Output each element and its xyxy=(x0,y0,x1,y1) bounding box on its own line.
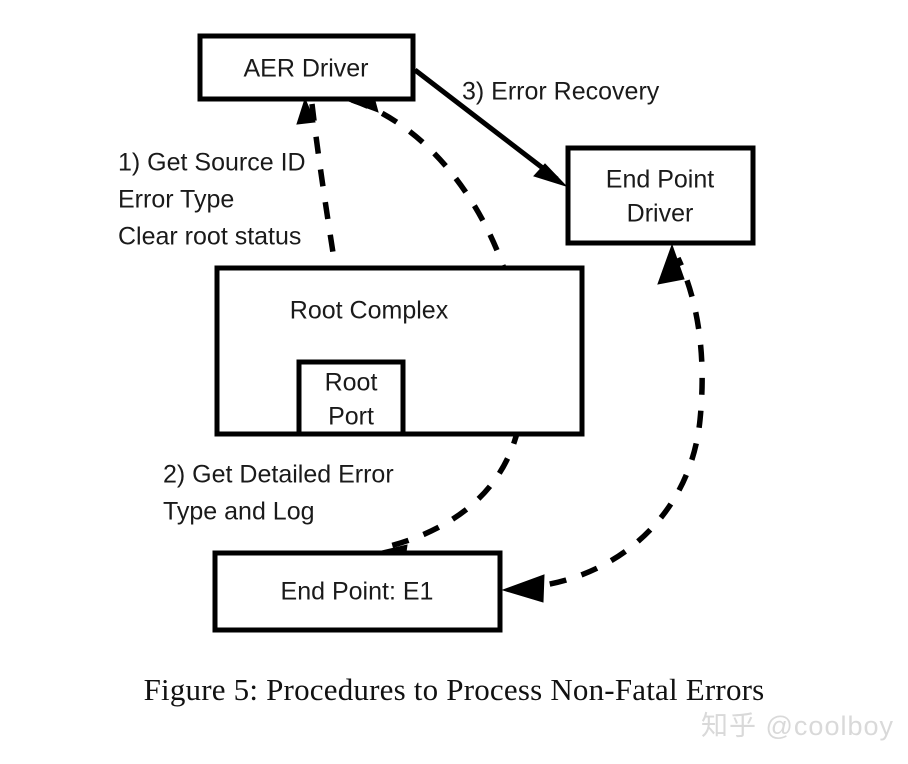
node-root-port[interactable]: Root Port xyxy=(296,359,406,437)
annotation-step-3: 3) Error Recovery xyxy=(462,78,660,106)
step2-line1: 2) Get Detailed Error xyxy=(163,461,394,489)
step1-line2: Error Type xyxy=(118,186,234,214)
end-point-driver-box[interactable] xyxy=(565,145,756,246)
node-end-point-driver[interactable]: End Point Driver xyxy=(565,145,756,246)
step1-line1: 1) Get Source ID xyxy=(118,149,306,177)
get-source-id-arrowhead-up xyxy=(296,97,316,125)
step1-line3: Clear root status xyxy=(118,223,301,251)
node-end-point-e1[interactable]: End Point: E1 xyxy=(212,550,503,633)
error-recovery-arrowhead xyxy=(533,163,568,188)
get-detailed-error-line xyxy=(351,97,527,552)
root-port-label-line2: Port xyxy=(328,403,374,431)
root-complex-label: Root Complex xyxy=(290,297,449,325)
aer-driver-label: AER Driver xyxy=(243,55,368,83)
step2-line2: Type and Log xyxy=(163,498,315,526)
figure-caption: Figure 5: Procedures to Process Non-Fata… xyxy=(143,672,765,707)
node-aer-driver[interactable]: AER Driver xyxy=(197,33,416,102)
end-point-e1-box[interactable] xyxy=(212,550,503,633)
aer-driver-box[interactable] xyxy=(197,33,416,102)
annotation-step-1: 1) Get Source ID Error Type Clear root s… xyxy=(118,149,306,251)
annotation-step-2: 2) Get Detailed Error Type and Log xyxy=(163,461,394,526)
step3-label: 3) Error Recovery xyxy=(462,78,660,106)
error-recovery-line xyxy=(413,68,559,181)
edge-error-recovery xyxy=(413,68,568,188)
end-point-e1-label: End Point: E1 xyxy=(281,578,434,606)
endpoint-to-driver-line xyxy=(516,256,705,591)
edge-endpoint-to-driver xyxy=(501,243,705,603)
endpoint-to-driver-arrowhead-up xyxy=(657,243,685,285)
endpoint-to-driver-arrowhead-left xyxy=(501,574,545,603)
end-point-driver-label-line2: Driver xyxy=(627,200,694,228)
watermark: 知乎 @coolboy xyxy=(701,711,894,741)
root-port-box[interactable] xyxy=(296,359,406,437)
end-point-driver-label-line1: End Point xyxy=(606,166,714,194)
root-port-label-line1: Root xyxy=(325,369,378,397)
